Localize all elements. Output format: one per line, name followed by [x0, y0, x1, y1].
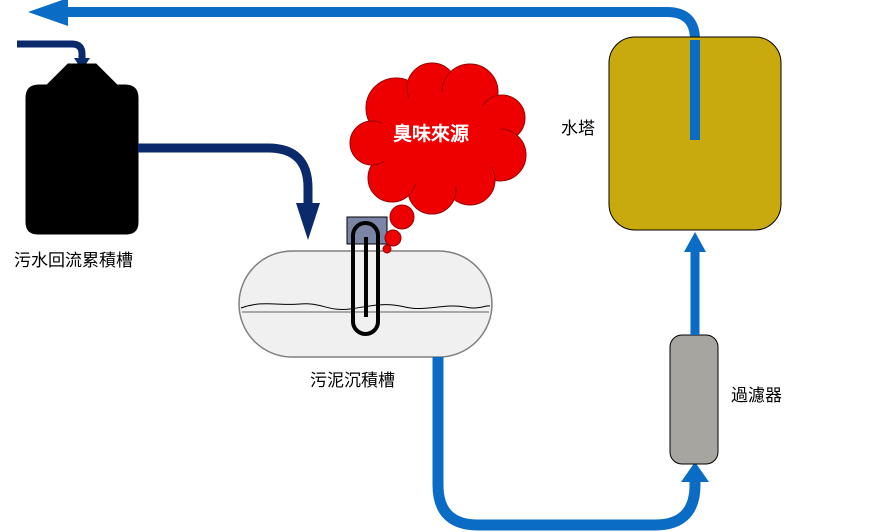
supply-arrow-head — [684, 232, 706, 252]
supply-pipe — [684, 232, 706, 335]
return-arrow-head — [28, 0, 68, 26]
outflow-arrow-head — [681, 462, 709, 482]
odor-probe — [346, 216, 388, 336]
water-tower-label: 水塔 — [561, 119, 595, 139]
filter — [669, 334, 719, 465]
filter-label: 過濾器 — [731, 386, 782, 406]
transfer-arrow-head — [296, 203, 320, 240]
transfer-pipe — [138, 143, 320, 240]
odor-source-label: 臭味來源 — [393, 123, 470, 145]
sludge-tank-label: 污泥沉積槽 — [310, 371, 395, 391]
sewage-return-tank-label: 污水回流累積槽 — [14, 251, 133, 271]
outflow-pipe — [432, 357, 709, 531]
odor-cloud — [349, 62, 527, 254]
sewage-return-tank — [25, 63, 139, 235]
